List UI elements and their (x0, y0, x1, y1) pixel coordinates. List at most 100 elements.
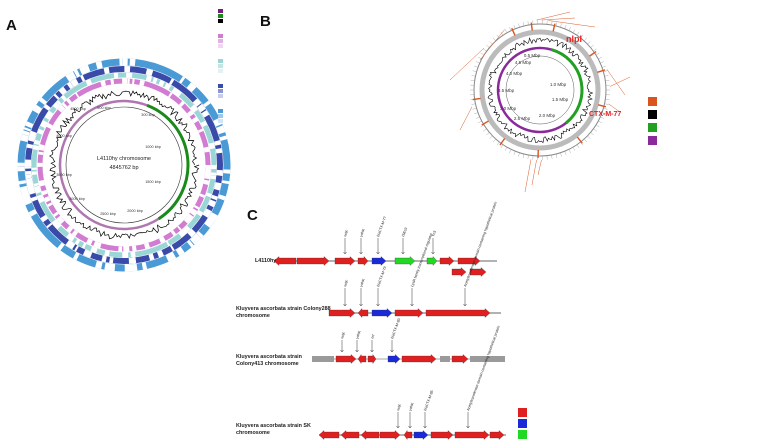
identity-gap (65, 239, 73, 248)
scale-tick (496, 34, 500, 39)
gene-arrow (360, 430, 380, 440)
scale-tick (564, 25, 567, 29)
identity-gap (37, 196, 45, 204)
legend-a-swatch (218, 64, 223, 68)
scale-tick (605, 80, 610, 82)
gene-marker-arrowhead (376, 251, 380, 255)
ring-scale-label: 1.5 Mbp (552, 97, 569, 102)
scale-tick (603, 107, 608, 110)
legend-a-swatch (218, 109, 223, 113)
scale-tick (601, 112, 606, 115)
legend-a-swatch (218, 119, 223, 123)
gene-marker-label: ydhK (355, 330, 362, 340)
identity-gap (40, 214, 48, 221)
identity-gap (148, 253, 155, 261)
legend-a-swatch (218, 59, 223, 63)
identity-gap (203, 146, 210, 153)
scale-tick (475, 116, 480, 119)
identity-gap (100, 80, 107, 87)
scale-tick (604, 103, 609, 105)
identity-gap (201, 110, 210, 118)
identity-gap (25, 177, 34, 186)
gene-marker-arrowhead (343, 251, 347, 255)
gene-arrow (451, 354, 469, 364)
annotation-leader (531, 159, 537, 186)
scale-tick (595, 124, 600, 128)
identity-gap (210, 194, 218, 201)
scale-tick (551, 21, 553, 26)
gene-arrow (334, 256, 356, 266)
gene-marker-label: ydhK (359, 278, 366, 288)
scale-tick (576, 144, 580, 149)
identity-gap (199, 106, 206, 113)
gene-marker-arrowhead (376, 303, 380, 307)
tick-label: 4000 kbp (56, 134, 72, 138)
identity-gap (28, 209, 38, 217)
scale-tick (587, 135, 591, 139)
identity-gap (130, 263, 138, 272)
panel-a-center-title: L4110hy chromosome (97, 156, 151, 162)
identity-gap (200, 120, 208, 127)
legend-c-swatch (518, 419, 527, 428)
scale-tick (480, 124, 485, 128)
identity-gap (94, 241, 102, 249)
identity-gap (168, 92, 173, 98)
identity-gap (208, 199, 216, 207)
identity-gap (38, 179, 46, 187)
identity-gap (156, 250, 164, 258)
legend-a-swatch (218, 84, 223, 88)
track-label-sk: Kluyvera ascorbata strain SK chromosome (236, 423, 311, 436)
legend-b-swatch (648, 136, 657, 145)
scale-tick (568, 149, 571, 154)
gray-region (312, 356, 334, 362)
gene-marker-label: blaCTX-M-77 (376, 216, 387, 237)
identity-gap (189, 235, 200, 245)
scale-tick (598, 120, 602, 124)
scale-tick (590, 132, 594, 136)
gene-marker-arrowhead (396, 425, 400, 429)
scale-tick (493, 37, 496, 42)
legend-b-swatch (648, 97, 657, 106)
identity-gap (191, 116, 199, 124)
scale-tick (478, 120, 482, 124)
identity-gap (71, 229, 79, 237)
card-marker (597, 104, 607, 108)
gc-content-trace (487, 37, 594, 144)
identity-gap (196, 231, 204, 239)
identity-gap (205, 192, 212, 198)
gene-marker-label: Tn3 (431, 230, 437, 237)
ring-scale-label: 4.0 Mbp (506, 71, 523, 76)
identity-gap (104, 250, 110, 257)
identity-gap (204, 217, 215, 228)
legend-a-swatch (218, 39, 223, 43)
gene-marker-label: ydhK (359, 228, 366, 238)
identity-gap (95, 60, 103, 70)
legend-c-swatch (518, 430, 527, 439)
gene-arrow (318, 430, 340, 440)
scale-tick (470, 80, 475, 82)
identity-gap (175, 246, 185, 256)
identity-gap (80, 75, 86, 82)
identity-gap (57, 107, 63, 113)
scale-tick (486, 44, 490, 48)
identity-gap (193, 205, 200, 210)
identity-gap (199, 193, 206, 198)
identity-gap (26, 143, 34, 149)
identity-gap (44, 113, 52, 120)
card-marker (499, 138, 506, 146)
identity-gap (46, 122, 53, 129)
backbone-ring (65, 106, 183, 224)
identity-gap (179, 229, 187, 237)
identity-gap (74, 239, 81, 246)
identity-gap (152, 77, 158, 84)
gene-marker-label: ydhK (408, 402, 415, 412)
identity-gap (59, 105, 66, 112)
gene-marker-label: mltF (343, 279, 349, 288)
tick-label: 1000 kbp (145, 145, 161, 149)
gene-marker-arrowhead (431, 251, 435, 255)
identity-gap (158, 79, 165, 87)
identity-gap (186, 214, 193, 221)
identity-gap (144, 242, 150, 249)
card-marker (589, 51, 597, 57)
